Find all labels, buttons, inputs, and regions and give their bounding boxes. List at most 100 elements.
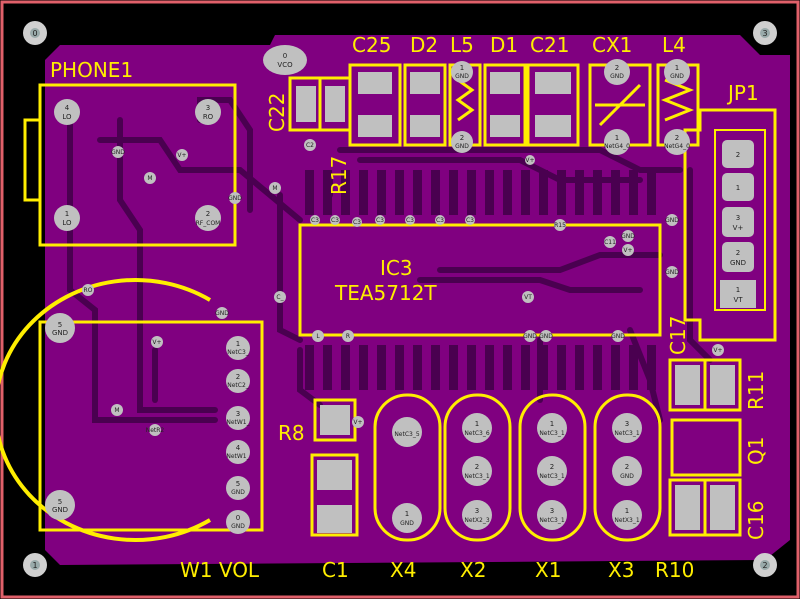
via-label: GND xyxy=(665,269,679,276)
mounting-holes: 0 3 1 2 xyxy=(23,21,777,577)
x2-pad-bot-num: 3 xyxy=(475,507,479,515)
label-r8: R8 xyxy=(278,421,305,445)
via-label: M xyxy=(272,185,277,192)
label-c22: C22 xyxy=(265,93,289,132)
l4-pad2-num: 2 xyxy=(675,134,679,142)
label-r10: R10 xyxy=(655,558,694,582)
x4-pad-top-net: NetC3_5 xyxy=(394,431,420,438)
via-label: R xyxy=(346,333,350,340)
w1-pad-net: GND xyxy=(231,523,245,530)
via-label: GND xyxy=(539,333,553,340)
via-label: R15 xyxy=(554,222,566,229)
via-label: C3 xyxy=(406,217,414,224)
x3-pad-mid-num: 2 xyxy=(625,463,629,471)
ic3-pad-rows xyxy=(305,170,656,390)
x1-pad-mid-num: 2 xyxy=(550,463,554,471)
silkscreen-outlines xyxy=(0,63,777,542)
label-d2: D2 xyxy=(410,33,438,57)
via-label: C3 xyxy=(331,217,339,224)
jp1-pad-net: V+ xyxy=(733,224,744,232)
label-x3: X3 xyxy=(608,558,634,582)
via-label: GND xyxy=(611,333,625,340)
vco-pad: 0 VCO xyxy=(263,45,307,75)
via-label: C11 xyxy=(604,239,616,246)
label-w1-vol: W1 VOL xyxy=(180,558,260,582)
w1-pad-num: 2 xyxy=(236,373,240,381)
label-r11: R11 xyxy=(744,371,768,410)
x3-pad-bot-net: NetX3_1 xyxy=(614,517,639,524)
label-x4: X4 xyxy=(390,558,416,582)
jp1-pad-num: 2 xyxy=(736,249,740,257)
label-x2: X2 xyxy=(460,558,486,582)
via-label: V+ xyxy=(353,419,362,426)
w1-big-pad-num: 5 xyxy=(58,321,62,329)
w1-pad-net: NetC2_ xyxy=(227,382,250,389)
phone1-pad-num: 1 xyxy=(65,210,69,218)
l5-pad-num: 2 xyxy=(460,134,464,142)
phone1-pad-num: 2 xyxy=(206,210,210,218)
l5-pad1-net: GND xyxy=(455,73,469,80)
label-tea5712t: TEA5712T xyxy=(334,281,437,305)
top-row-pads: 2 GND 1 GND 2 GND 1 NetG4_0 1 GND 2 NetG… xyxy=(451,59,690,155)
w1-big-pad-num: 5 xyxy=(58,498,62,506)
l5-pad1-num: 1 xyxy=(460,64,464,72)
inductor-symbols xyxy=(455,78,695,127)
w1-pad-num: 5 xyxy=(236,480,240,488)
vias: GND V+ M M GND GND RO V+ M NetR2 V+ VT L… xyxy=(82,139,724,436)
label-r17: R17 xyxy=(327,156,351,195)
x2-pad-mid-net: NetC3_1 xyxy=(464,473,490,480)
w1-big-pad-net: GND xyxy=(52,329,68,337)
via-label: V+ xyxy=(177,152,186,159)
x3-pad-top-net: NetC3_1 xyxy=(614,430,640,437)
label-cx1: CX1 xyxy=(592,33,632,57)
jp1-pad-num: 2 xyxy=(736,151,740,159)
via-label: V+ xyxy=(623,247,632,254)
w1-big-pad-net: GND xyxy=(52,506,68,514)
x3-pad-bot-num: 1 xyxy=(625,507,629,515)
jp1-pads: 2 1 3 V+ 2 GND 1 VT xyxy=(720,140,756,308)
w1-pad-num: 1 xyxy=(236,340,240,348)
via-label: C2 xyxy=(306,142,314,149)
via-label: GND xyxy=(621,233,635,240)
cx1-pad2-num: 2 xyxy=(615,64,619,72)
via-label: C_ xyxy=(276,294,284,301)
w1-pad-net: NetW1_ xyxy=(226,453,250,460)
x2-pad-top-net: NetC3_6 xyxy=(464,430,490,437)
phone1-pad-num: 4 xyxy=(65,104,70,112)
via-label: NetR2 xyxy=(146,427,165,434)
phone1-pad-num: 3 xyxy=(206,104,210,112)
label-c1: C1 xyxy=(322,558,349,582)
via-label: V+ xyxy=(152,339,161,346)
x1-pad-bot-net: NetC3_1 xyxy=(539,517,565,524)
label-c17: C17 xyxy=(666,316,690,355)
vco-pad-num: 0 xyxy=(283,52,287,60)
vco-pad-net: VCO xyxy=(277,61,293,69)
label-q1: Q1 xyxy=(744,437,768,465)
hole-label-0: 0 xyxy=(32,29,37,38)
phone1-pad-net: RF_COM xyxy=(196,220,221,227)
x1-pad-top-num: 1 xyxy=(550,420,554,428)
via-label: RO xyxy=(84,287,93,294)
x2-pad-mid-num: 2 xyxy=(475,463,479,471)
via-label: V+ xyxy=(525,157,534,164)
w1-pad-net: NetC3_ xyxy=(227,349,250,356)
l4-pad1-num: 1 xyxy=(675,64,679,72)
smd-pads xyxy=(296,72,735,533)
label-c16: C16 xyxy=(744,501,768,540)
cx1-pad1-num: 1 xyxy=(615,134,619,142)
phone1-pad-net: RO xyxy=(203,113,214,121)
via-label: GND xyxy=(523,333,537,340)
hole-label-2: 2 xyxy=(762,561,767,570)
w1-pad-num: 3 xyxy=(236,410,240,418)
via-label: V+ xyxy=(713,347,722,354)
x1-pad-mid-net: NetC3_1 xyxy=(539,473,565,480)
w1-pad-num: 0 xyxy=(236,514,240,522)
via-label: M xyxy=(114,407,119,414)
x3-pad-mid-net: GND xyxy=(620,473,634,480)
label-l4: L4 xyxy=(662,33,686,57)
via-label: GND xyxy=(215,310,229,317)
via-label: M xyxy=(147,175,152,182)
phone1-pad-net: LO xyxy=(62,113,72,121)
